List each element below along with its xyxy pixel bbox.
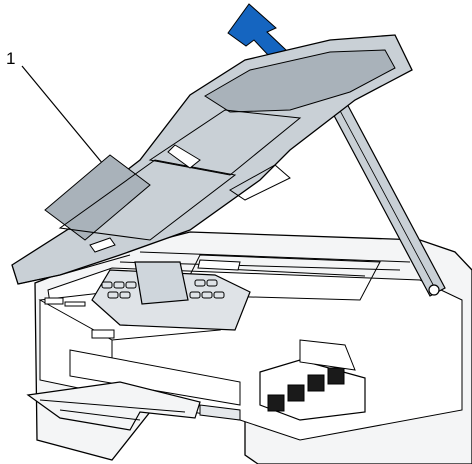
lift-up-arrow-icon	[227, 3, 287, 58]
control-panel	[91, 261, 251, 331]
scanner-cover	[11, 34, 413, 285]
callout-leader-line	[21, 65, 104, 165]
panel-buttons-right	[189, 279, 225, 299]
paper-tray	[26, 381, 201, 431]
printer-body	[34, 231, 472, 464]
ink-cartridge-slots	[259, 339, 366, 421]
panel-buttons-left	[101, 281, 137, 299]
callout-number: 1	[6, 49, 16, 68]
